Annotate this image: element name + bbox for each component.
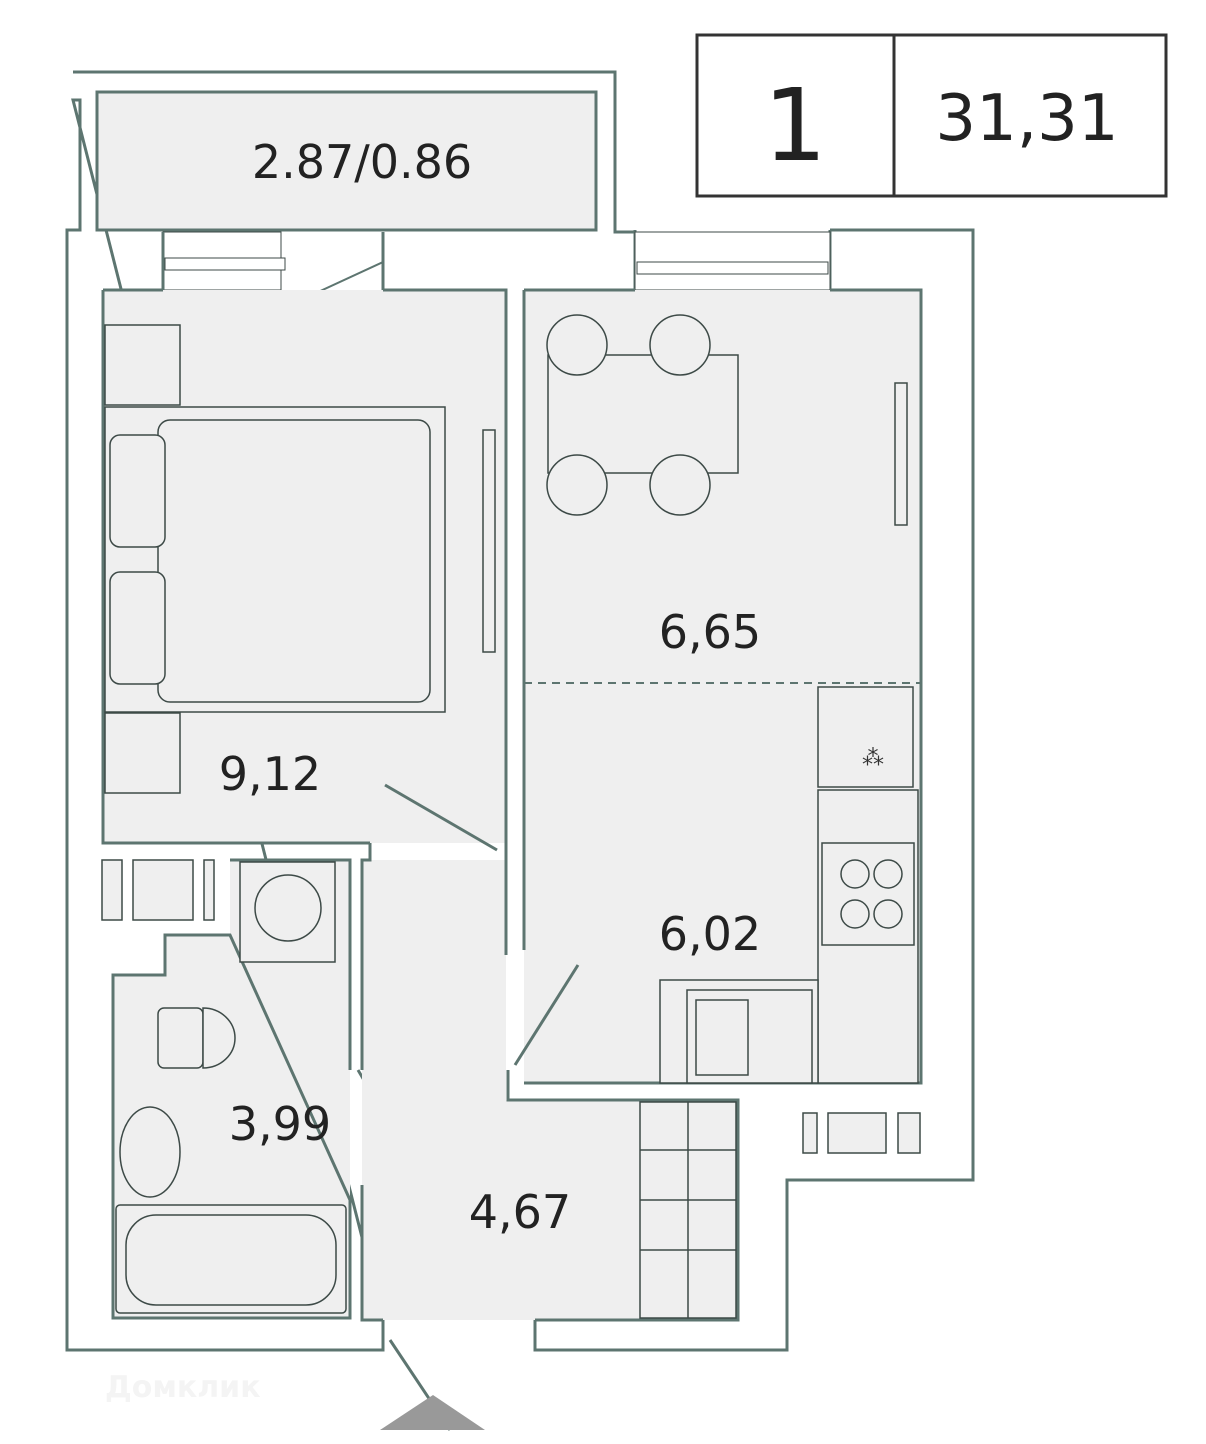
toilet [157, 1007, 204, 1069]
bedroom-door [384, 783, 498, 852]
tv [894, 382, 908, 526]
washbasin [119, 1106, 181, 1198]
outer-wall [65, 70, 975, 1352]
dining-area: 6,65 [659, 605, 761, 659]
room-count: 1 [763, 67, 827, 184]
window [634, 231, 831, 291]
storage-shelf [802, 1112, 921, 1154]
apartment-summary: 1 31,31 [695, 33, 1168, 198]
kitchen-area: 6,02 [659, 907, 761, 961]
window [162, 231, 286, 291]
chair [546, 314, 711, 516]
entrance-arrow-icon [380, 1395, 485, 1430]
kitchen-door [513, 964, 580, 1066]
balcony [95, 90, 598, 232]
watermark: Домклик [105, 1370, 261, 1405]
tv [482, 429, 496, 653]
storage-shelf [101, 859, 215, 921]
bedroom-area: 9,12 [219, 747, 321, 801]
stove [821, 842, 915, 946]
hallway-area: 4,67 [469, 1185, 571, 1239]
nightstand [104, 324, 181, 406]
bathroom-area: 3,99 [229, 1097, 331, 1151]
balcony-area: 2.87/0.86 [252, 135, 472, 189]
fridge [817, 686, 914, 788]
total-area: 31,31 [935, 82, 1118, 156]
nightstand [104, 712, 181, 794]
svg-text:⁂: ⁂ [862, 745, 884, 770]
